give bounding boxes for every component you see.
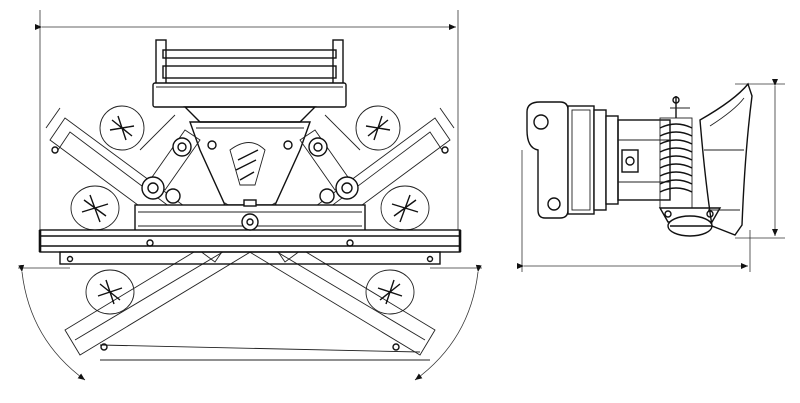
length-dimension bbox=[517, 150, 751, 272]
side-mount-plate bbox=[526, 101, 569, 219]
swing-arc-left bbox=[18, 264, 86, 381]
side-skid bbox=[658, 207, 722, 237]
swing-arc-right bbox=[414, 264, 482, 381]
wheel-upper-left bbox=[99, 105, 145, 151]
width-dimension bbox=[35, 10, 459, 230]
wheel-mid-right bbox=[380, 185, 430, 231]
side-spring bbox=[659, 96, 693, 209]
pivot-joints bbox=[141, 137, 359, 204]
wheel-lower-right bbox=[365, 269, 415, 315]
support-arms bbox=[139, 114, 361, 191]
wheel-lower-left bbox=[85, 269, 135, 315]
side-blade bbox=[699, 82, 753, 236]
side-housing bbox=[567, 105, 671, 215]
mounting-frame bbox=[152, 39, 347, 123]
main-blade bbox=[38, 199, 462, 265]
side-view bbox=[517, 79, 785, 272]
wheel-mid-left bbox=[70, 185, 120, 231]
guide-wheels bbox=[70, 105, 430, 315]
wheel-upper-right bbox=[355, 105, 401, 151]
wing-fasteners bbox=[51, 146, 449, 351]
front-view bbox=[18, 10, 482, 381]
height-dimension bbox=[735, 79, 785, 239]
center-plate bbox=[189, 121, 311, 206]
